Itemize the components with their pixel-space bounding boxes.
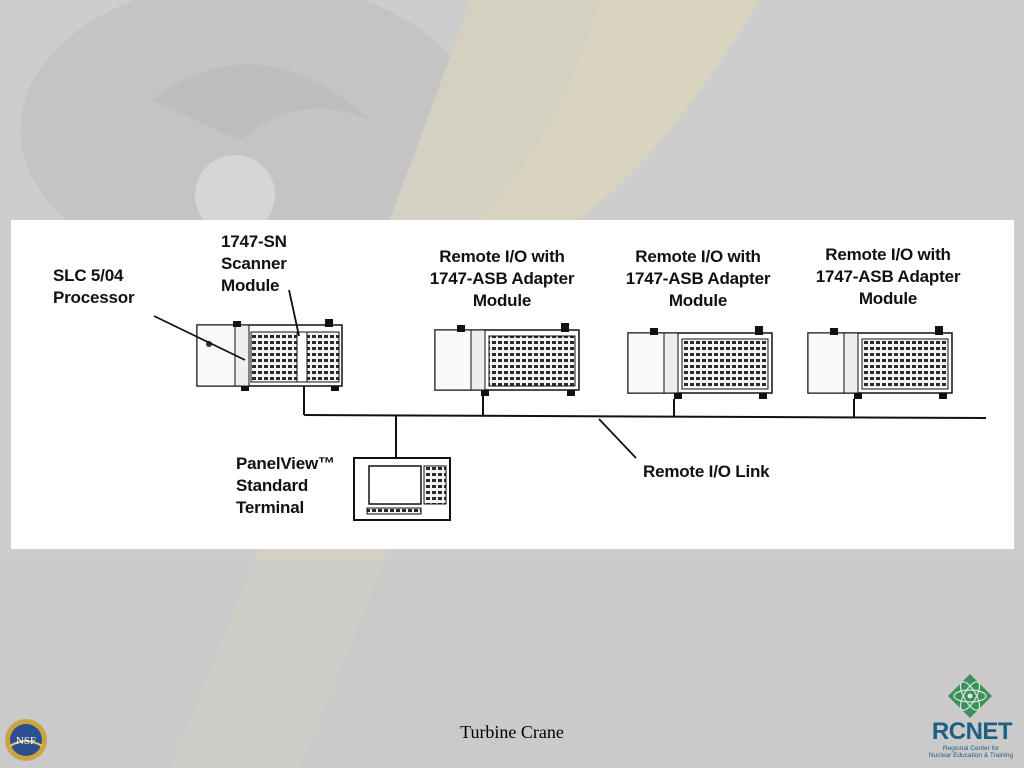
- remote-chassis-1: [434, 323, 580, 396]
- panelview-terminal: [353, 457, 451, 521]
- nsf-logo-text: NSF: [16, 735, 36, 747]
- rcnet-logo: [948, 674, 992, 718]
- remote-io-link-lines: [303, 386, 987, 458]
- remote-io-label-2: Remote I/O with 1747-ASB Adapter Module: [625, 247, 771, 310]
- processor-label: SLC 5/04 Processor: [53, 266, 135, 307]
- network-diagram-panel: SLC 5/04 Processor 1747-SN Scanner Modul…: [11, 220, 1014, 549]
- panelview-label: PanelView™ Standard Terminal: [236, 454, 335, 517]
- callout-lines: [153, 289, 637, 459]
- slide-footer-title: Turbine Crane: [460, 722, 564, 742]
- scanner-module-label: 1747-SN Scanner Module: [221, 232, 287, 295]
- remote-io-label-1: Remote I/O with 1747-ASB Adapter Module: [429, 247, 575, 310]
- remote-io-label-3: Remote I/O with 1747-ASB Adapter Module: [815, 245, 961, 308]
- slc-chassis: [196, 319, 343, 391]
- rcnet-logo-text: RCNET: [931, 718, 1013, 745]
- remote-chassis-2: [627, 326, 773, 399]
- network-diagram: [153, 289, 987, 521]
- remote-io-link-label: Remote I/O Link: [643, 462, 770, 481]
- remote-chassis-3: [807, 326, 953, 399]
- rcnet-logo-subtitle: Regional Center for Nuclear Education & …: [928, 745, 1014, 759]
- nsf-logo: NSF: [5, 719, 47, 761]
